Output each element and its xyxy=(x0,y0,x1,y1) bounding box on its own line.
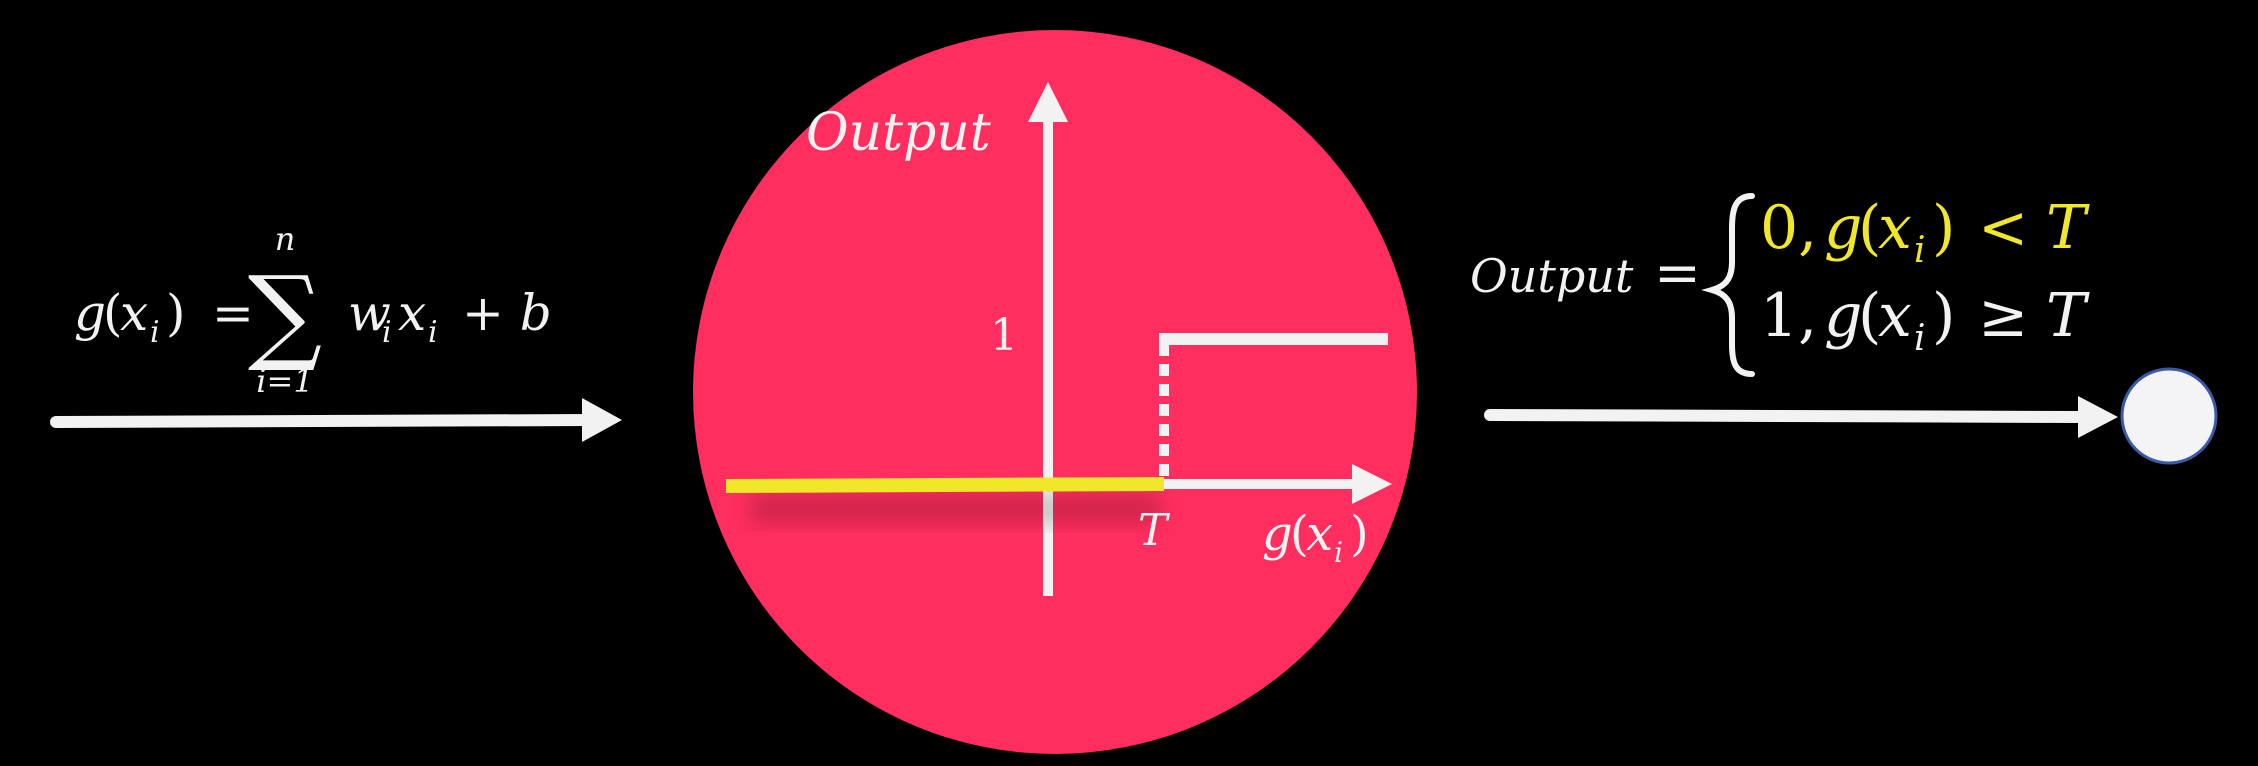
x-axis-label-close-paren: ) xyxy=(1350,506,1369,562)
x-axis-label-open-paren: ( xyxy=(1290,506,1309,562)
threshold-label: T xyxy=(1138,505,1171,556)
y-axis-arrowhead xyxy=(1028,82,1068,122)
case-one-close-paren: ) xyxy=(1932,281,1955,351)
x-axis-label-subscript: i xyxy=(1334,536,1343,569)
step-function-graph: Output 1 T g ( x i ) xyxy=(725,82,1392,596)
y-axis-label: Output xyxy=(806,103,991,163)
formula-g: g xyxy=(74,284,106,342)
formula-x2-subscript: i xyxy=(428,315,438,350)
x-axis-label-x: x xyxy=(1306,506,1333,562)
sigma-lower-limit: i=1 xyxy=(256,362,313,400)
case-zero-g: g xyxy=(1824,193,1862,263)
formula-equals: = xyxy=(212,284,254,342)
formula-w: w xyxy=(348,284,391,342)
case-zero-subscript: i xyxy=(1914,230,1926,271)
case-zero-open-paren: ( xyxy=(1858,193,1881,263)
case-zero-x: x xyxy=(1878,193,1912,263)
case-zero-operator: < xyxy=(1978,193,2028,263)
formula-x: x xyxy=(120,284,148,342)
output-rule-equals: = xyxy=(1654,241,1701,306)
case-zero-threshold: T xyxy=(2046,193,2090,263)
formula-x2: x xyxy=(398,284,426,342)
low-segment-shadow xyxy=(750,494,1160,524)
formula-close-paren: ) xyxy=(166,284,186,342)
formula-x-subscript: i xyxy=(150,315,160,350)
case-one-threshold: T xyxy=(2046,281,2090,351)
case-one-g: g xyxy=(1824,281,1862,351)
sigma-symbol: ∑ xyxy=(248,253,322,375)
formula-plus-b: + b xyxy=(462,284,552,342)
output-node xyxy=(2120,367,2218,465)
case-zero-close-paren: ) xyxy=(1932,193,1955,263)
case-zero-value: 0, xyxy=(1760,193,1817,263)
case-zero: 0, g ( x i ) < T xyxy=(1760,193,2090,271)
sigma-upper-limit: n xyxy=(275,220,296,258)
weighted-sum-formula: g ( x i ) = n ∑ i=1 w i x i + b xyxy=(74,220,552,400)
output-rule-lhs: Output xyxy=(1470,249,1634,303)
case-one-subscript: i xyxy=(1914,318,1926,359)
output-rule: Output = 0, g ( x i ) < T 1, g ( x i ) ≥… xyxy=(1470,193,2090,377)
formula-open-paren: ( xyxy=(103,284,123,342)
activation-circle xyxy=(693,30,1417,754)
x-axis-label-g: g xyxy=(1262,506,1293,562)
case-one-value: 1, xyxy=(1760,281,1817,351)
input-arrow xyxy=(50,398,622,442)
case-one: 1, g ( x i ) ≥ T xyxy=(1760,281,2090,359)
y-tick-one: 1 xyxy=(990,310,1018,361)
case-one-x: x xyxy=(1878,281,1912,351)
x-axis-arrowhead xyxy=(1352,464,1392,504)
formula-w-subscript: i xyxy=(382,315,392,350)
low-output-segment xyxy=(725,477,1165,493)
case-one-open-paren: ( xyxy=(1858,281,1881,351)
case-one-operator: ≥ xyxy=(1978,281,2028,351)
cases-brace xyxy=(1701,193,1755,377)
output-arrow xyxy=(1484,396,2118,438)
